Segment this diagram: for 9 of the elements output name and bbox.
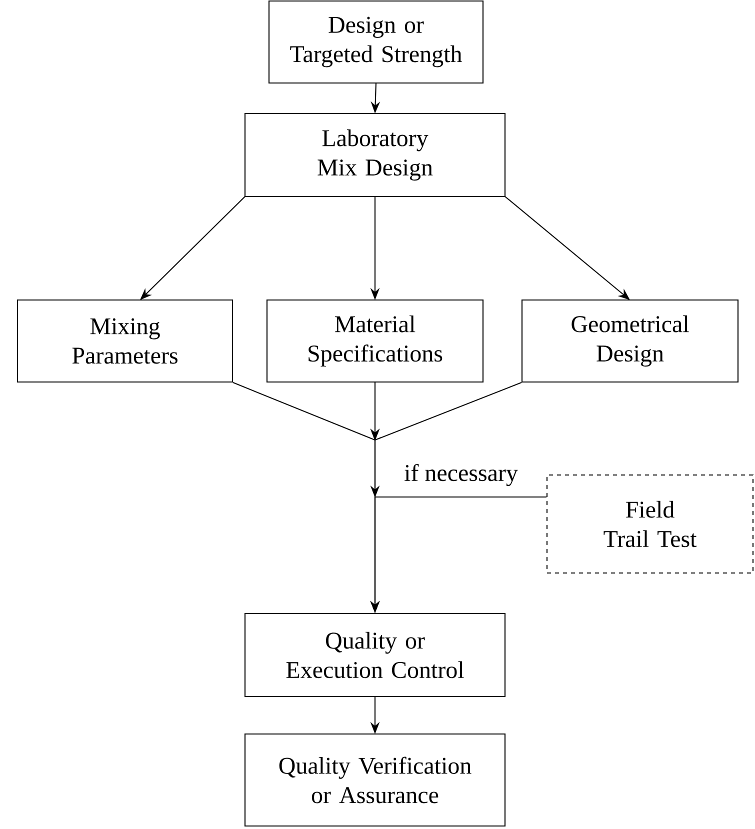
dashed-process-box: Field Trail Test — [546, 474, 754, 574]
process-box: Design or Targeted Strength — [268, 0, 484, 84]
process-box: Laboratory Mix Design — [244, 112, 506, 198]
edge-label: if necessary — [402, 462, 520, 488]
process-box: Geometrical Design — [521, 299, 739, 383]
process-box: Quality Verification or Assurance — [244, 733, 506, 827]
process-box: Mixing Parameters — [16, 299, 234, 383]
process-box: Material Specifications — [266, 299, 484, 383]
process-box: Quality or Execution Control — [244, 612, 506, 698]
